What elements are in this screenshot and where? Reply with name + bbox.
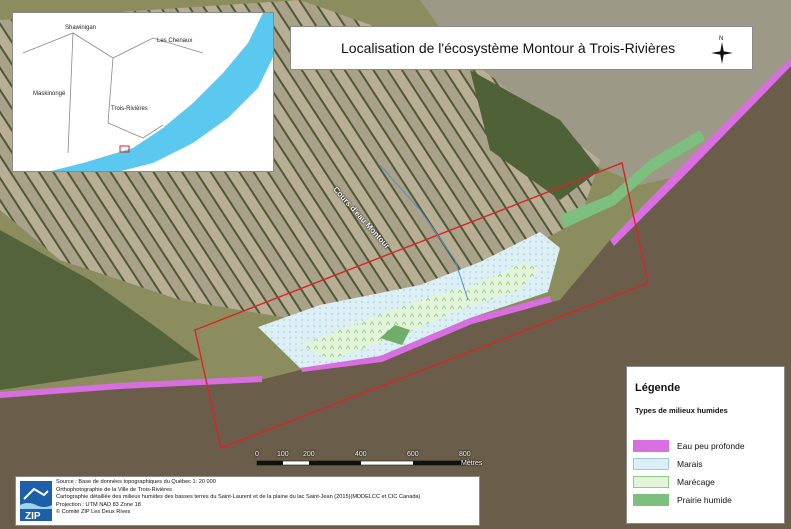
legend-swatch: [633, 494, 669, 506]
scale-tick-label: 800: [459, 451, 471, 458]
study-area-outline: [194, 162, 649, 449]
shallow-water-zone: [0, 376, 262, 398]
legend-swatch: [633, 440, 669, 452]
legend-label: Prairie humide: [677, 495, 732, 505]
map-title-box: Localisation de l'écosystème Montour à T…: [290, 26, 753, 70]
river: [0, 60, 791, 529]
scale-tick-label: 0: [255, 451, 259, 458]
legend-label: Marécage: [677, 477, 715, 487]
scale-bar: 0 100 200 400 600 800 Mètres: [255, 450, 485, 472]
logo-text: ZIP: [25, 511, 41, 521]
source-line: Cartographie détaillée des milieux humid…: [56, 494, 421, 501]
wet-meadow-zone: [560, 130, 705, 228]
source-box: ZIP Source : Base de données topographiq…: [15, 476, 480, 526]
north-arrow-icon: N: [707, 33, 737, 72]
source-line: Source : Base de données topographiques …: [56, 479, 216, 485]
scale-unit-label: Mètres: [461, 460, 483, 467]
map-title: Localisation de l'écosystème Montour à T…: [341, 40, 676, 56]
legend-swatch: [633, 458, 669, 470]
scale-tick-label: 100: [277, 451, 289, 458]
locator-map-drawing: [22, 13, 273, 171]
woodland: [470, 70, 600, 200]
swamp-zone: [300, 262, 540, 360]
legend-title: Légende: [635, 382, 681, 394]
woodland: [0, 230, 200, 390]
legend: Légende Types de milieux humides Eau peu…: [626, 366, 785, 524]
legend-subtitle: Types de milieux humides: [635, 406, 728, 415]
municipal-boundary: [22, 32, 204, 154]
place-label-maskinonge: Maskinongé: [33, 91, 66, 97]
shallow-water-zone: [300, 296, 552, 372]
legend-label: Marais: [677, 459, 703, 469]
source-line: Orthophotographie de la Ville de Trois-R…: [56, 486, 172, 493]
locator-map: Shawinigan Les Chenaux Maskinongé Trois-…: [12, 12, 274, 172]
scale-tick-label: 600: [407, 451, 419, 458]
location-marker: [119, 145, 130, 153]
legend-label: Eau peu profonde: [677, 441, 745, 451]
dense-swamp: [380, 325, 410, 345]
st-lawrence-river: [51, 13, 273, 171]
scale-tick-label: 400: [355, 451, 367, 458]
stream-line: [379, 164, 469, 301]
shallow-water-zone: [610, 58, 791, 246]
place-label-trois-rivieres: Trois-Rivières: [111, 106, 148, 112]
source-text: Source : Base de données topographiques …: [56, 479, 420, 517]
source-line: Projection : UTM NAD 83 Zone 18: [56, 501, 141, 508]
zip-logo: ZIP: [20, 481, 52, 522]
place-label-shawinigan: Shawinigan: [65, 25, 97, 31]
legend-swatch: [633, 476, 669, 488]
place-label-les-chenaux: Les Chenaux: [157, 38, 193, 44]
source-line: © Comité ZIP Les Deux Rives: [56, 509, 131, 516]
north-label: N: [719, 36, 723, 42]
scale-tick-label: 200: [303, 451, 315, 458]
